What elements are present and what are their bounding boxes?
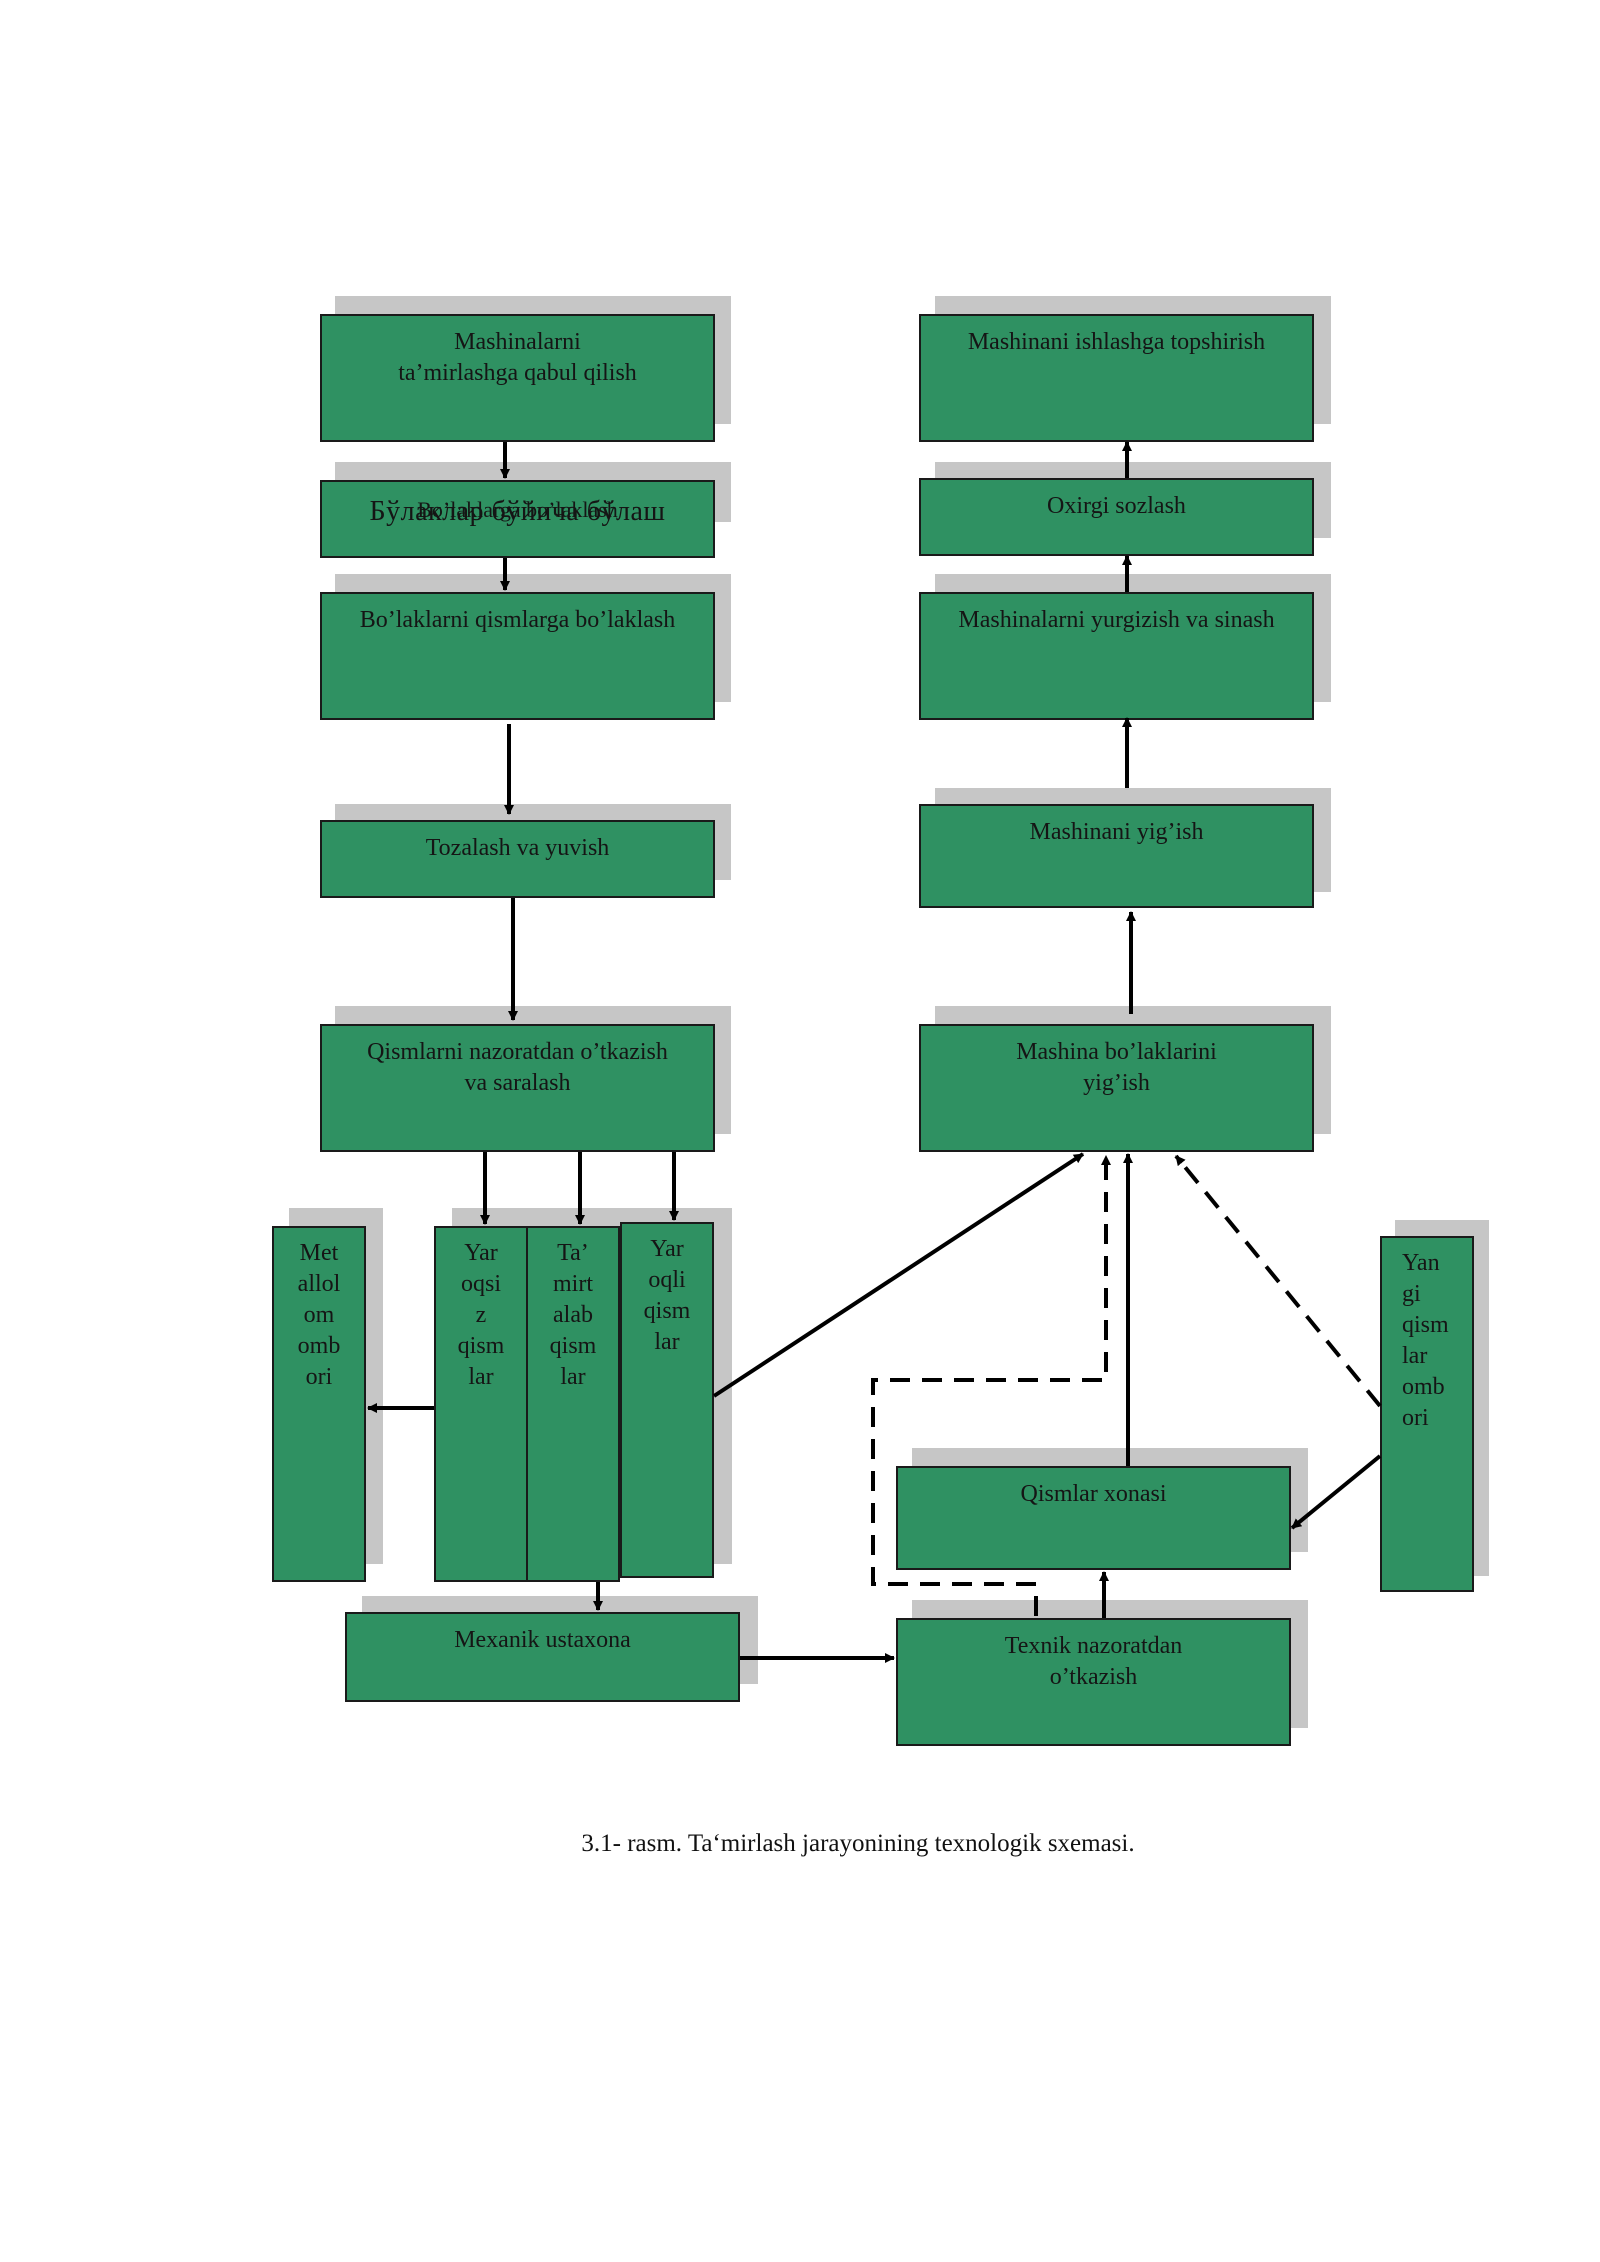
node-unusable-parts: Yar oqsi z qism lar (434, 1226, 528, 1582)
node-split-cyrillic-label: Бўлаклар бўйича бўлаш (369, 496, 666, 527)
node-split-latin-label: Bo’laklarga bo’laklash (417, 497, 618, 522)
node-receive-for-repair-label: Mashinalarni ta’mirlashga qabul qilish (398, 329, 637, 386)
node-mechanical-workshop: Mexanik ustaxona (345, 1612, 740, 1702)
node-assembly-of-units-label: Mashina bo’laklarini yig’ish (1016, 1039, 1217, 1096)
node-split-into-assemblies: Bo’laklarga bo’laklash Бўлаклар бўйича б… (320, 480, 715, 558)
dashed-arrow-new-parts-to-unit-assembly (1174, 1154, 1382, 1408)
node-technical-inspection: Texnik nazoratdan o’tkazish (896, 1618, 1291, 1746)
figure-caption: 3.1- rasm. Ta‘mirlash jarayonining texno… (0, 1830, 1600, 1858)
node-usable-parts: Yar oqli qism lar (620, 1222, 714, 1578)
node-machine-assembly-label: Mashinani yig’ish (1029, 819, 1204, 845)
node-parts-room: Qismlar xonasi (896, 1466, 1291, 1570)
node-scrap-warehouse: Met allol om omb ori (272, 1226, 366, 1582)
node-scrap-label: Met allol om omb ori (297, 1240, 341, 1390)
node-repairable-parts: Ta’ mirt alab qism lar (526, 1226, 620, 1582)
node-assembly-of-units: Mashina bo’laklarini yig’ish (919, 1024, 1314, 1152)
node-cleaning-label: Tozalash va yuvish (425, 835, 610, 861)
node-usable-label: Yar oqli qism lar (643, 1236, 691, 1355)
node-new-parts-warehouse: Yan gi qism lar omb ori (1380, 1236, 1474, 1592)
node-inspect-and-sort: Qismlarni nazoratdan o’tkazish va sarala… (320, 1024, 715, 1152)
node-parts-room-label: Qismlar xonasi (1020, 1481, 1167, 1507)
node-machine-assembly: Mashinani yig’ish (919, 804, 1314, 908)
node-hand-over-label: Mashinani ishlashga topshirish (967, 329, 1266, 355)
figure-caption-text: 3.1- rasm. Ta‘mirlash jarayonining texno… (581, 1830, 1135, 1857)
node-unusable-label: Yar oqsi z qism lar (457, 1240, 505, 1390)
arrow-new-parts-to-parts-room (1290, 1454, 1382, 1530)
node-new-parts-label: Yan gi qism lar omb ori (1402, 1250, 1449, 1431)
node-disassemble-to-parts: Bo’laklarni qismlarga bo’laklash (320, 592, 715, 720)
node-workshop-label: Mexanik ustaxona (454, 1627, 631, 1653)
node-cleaning-washing: Tozalash va yuvish (320, 820, 715, 898)
node-repairable-label: Ta’ mirt alab qism lar (549, 1240, 597, 1390)
dashed-arrow-inspection-to-unit-assembly (871, 1155, 1111, 1616)
node-run-and-test: Mashinalarni yurgizish va sinash (919, 592, 1314, 720)
node-receive-for-repair: Mashinalarni ta’mirlashga qabul qilish (320, 314, 715, 442)
node-disassemble-label: Bo’laklarni qismlarga bo’laklash (359, 607, 676, 633)
node-inspect-label: Qismlarni nazoratdan o’tkazish va sarala… (367, 1039, 668, 1096)
arrow-usable-to-unit-assembly (712, 1152, 1085, 1398)
node-technical-inspection-label: Texnik nazoratdan o’tkazish (1004, 1633, 1183, 1690)
node-hand-over: Mashinani ishlashga topshirish (919, 314, 1314, 442)
node-run-and-test-label: Mashinalarni yurgizish va sinash (958, 607, 1275, 633)
node-final-adjustment-label: Oxirgi sozlash (1047, 493, 1186, 519)
node-final-adjustment: Oxirgi sozlash (919, 478, 1314, 556)
